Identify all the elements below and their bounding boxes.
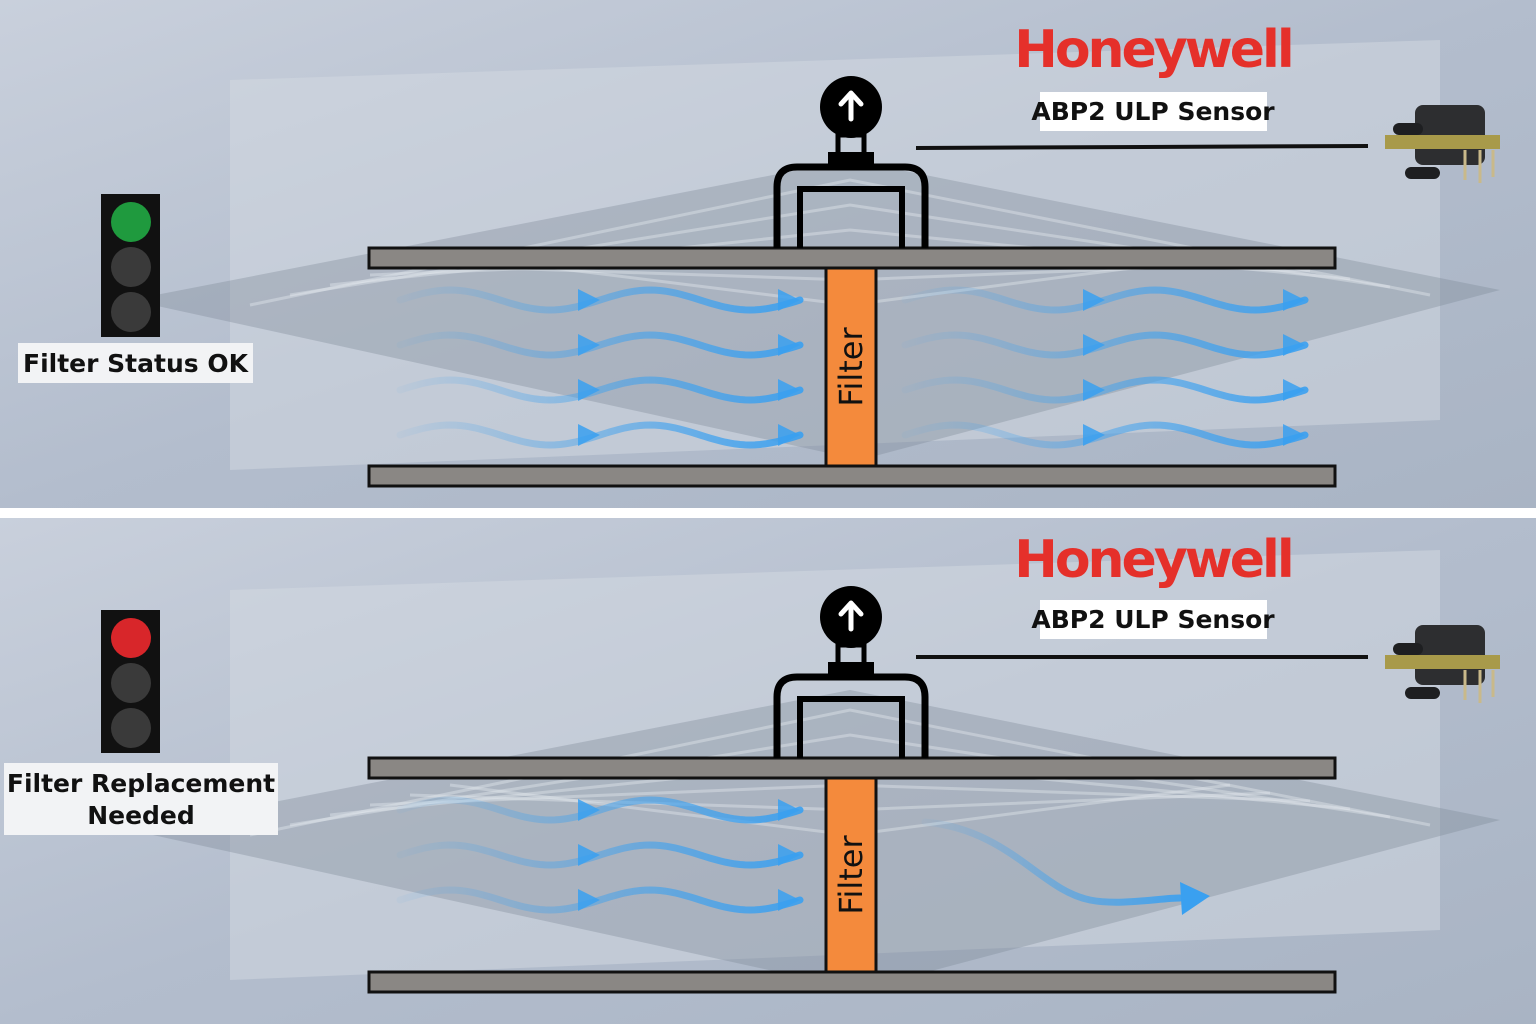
abp2-sensor-image xyxy=(1385,105,1500,183)
status-light-off xyxy=(111,708,151,748)
arrowhead-icon xyxy=(1283,379,1305,401)
panel-divider xyxy=(0,508,1536,518)
airflow-reduced-downstream xyxy=(921,818,1184,906)
ceiling-vent xyxy=(130,160,1500,460)
arrowhead-icon xyxy=(578,424,600,446)
status-light-off xyxy=(111,663,151,703)
arrowhead-icon xyxy=(1283,289,1305,311)
vent-slat xyxy=(289,733,1391,827)
duct-top-wall xyxy=(367,756,1337,780)
arrowhead-icon xyxy=(578,379,600,401)
sensor-pins xyxy=(1463,150,1495,183)
status-light-green xyxy=(111,202,151,242)
arrowhead-icon xyxy=(778,334,800,356)
sensor-pcb xyxy=(1385,655,1500,669)
sensor-label: ABP2 ULP Sensor xyxy=(1031,97,1275,126)
sensor-leader-line xyxy=(915,144,1369,150)
arrowhead-icon xyxy=(1083,289,1105,311)
arrowhead-icon xyxy=(778,289,800,311)
arrowhead-icon xyxy=(578,844,600,866)
filter xyxy=(824,266,878,468)
arrowhead-icon xyxy=(578,799,600,821)
gauge-needle-icon xyxy=(838,90,864,122)
status-light-off xyxy=(111,292,151,332)
status-label-box xyxy=(4,763,278,835)
duct-bottom-wall xyxy=(367,464,1337,488)
sensor-pcb xyxy=(1385,135,1500,149)
filter-label: Filter xyxy=(832,835,870,915)
honeywell-logo: Honeywell xyxy=(1014,530,1291,590)
vent-slat xyxy=(249,708,1431,837)
gauge-needle-icon xyxy=(838,600,864,632)
status-label: Filter Status OK xyxy=(23,349,250,378)
sensor-label: ABP2 ULP Sensor xyxy=(1031,605,1275,634)
sensor-port xyxy=(1393,643,1423,655)
sensor-tube xyxy=(797,696,905,758)
arrowhead-icon xyxy=(578,334,600,356)
status-label-box xyxy=(18,343,253,383)
duct-bottom-wall xyxy=(367,970,1337,994)
arrowhead-icon xyxy=(1083,424,1105,446)
status-light-red xyxy=(111,618,151,658)
status-label: Needed xyxy=(87,801,195,830)
arrowhead-icon xyxy=(1180,882,1210,915)
sensor-port xyxy=(1405,167,1440,179)
honeywell-logo: Honeywell xyxy=(1014,20,1291,80)
arrowhead-icon xyxy=(778,844,800,866)
arrowhead-icon xyxy=(578,289,600,311)
sensor-pins xyxy=(1463,670,1495,703)
arrowhead-icon xyxy=(1083,379,1105,401)
sensor-port xyxy=(1405,687,1440,699)
sensor-label-box xyxy=(1040,92,1267,131)
filter-label: Filter xyxy=(832,327,870,407)
arrowhead-icon xyxy=(1283,334,1305,356)
arrowhead-icon xyxy=(778,799,800,821)
arrowhead-icon xyxy=(1083,334,1105,356)
sensor-port xyxy=(1393,123,1423,135)
arrowhead-icon xyxy=(578,889,600,911)
arrowhead-icon xyxy=(778,889,800,911)
sensor-label-box xyxy=(1040,600,1267,639)
duct-top-wall xyxy=(367,246,1337,270)
arrowhead-icon xyxy=(778,379,800,401)
status-label: Filter Replacement xyxy=(7,769,275,798)
status-light-off xyxy=(111,247,151,287)
arrowhead-icon xyxy=(778,424,800,446)
sensor-tube xyxy=(797,186,905,248)
filter xyxy=(824,776,878,974)
abp2-sensor-image xyxy=(1385,625,1500,703)
arrowhead-icon xyxy=(1283,424,1305,446)
